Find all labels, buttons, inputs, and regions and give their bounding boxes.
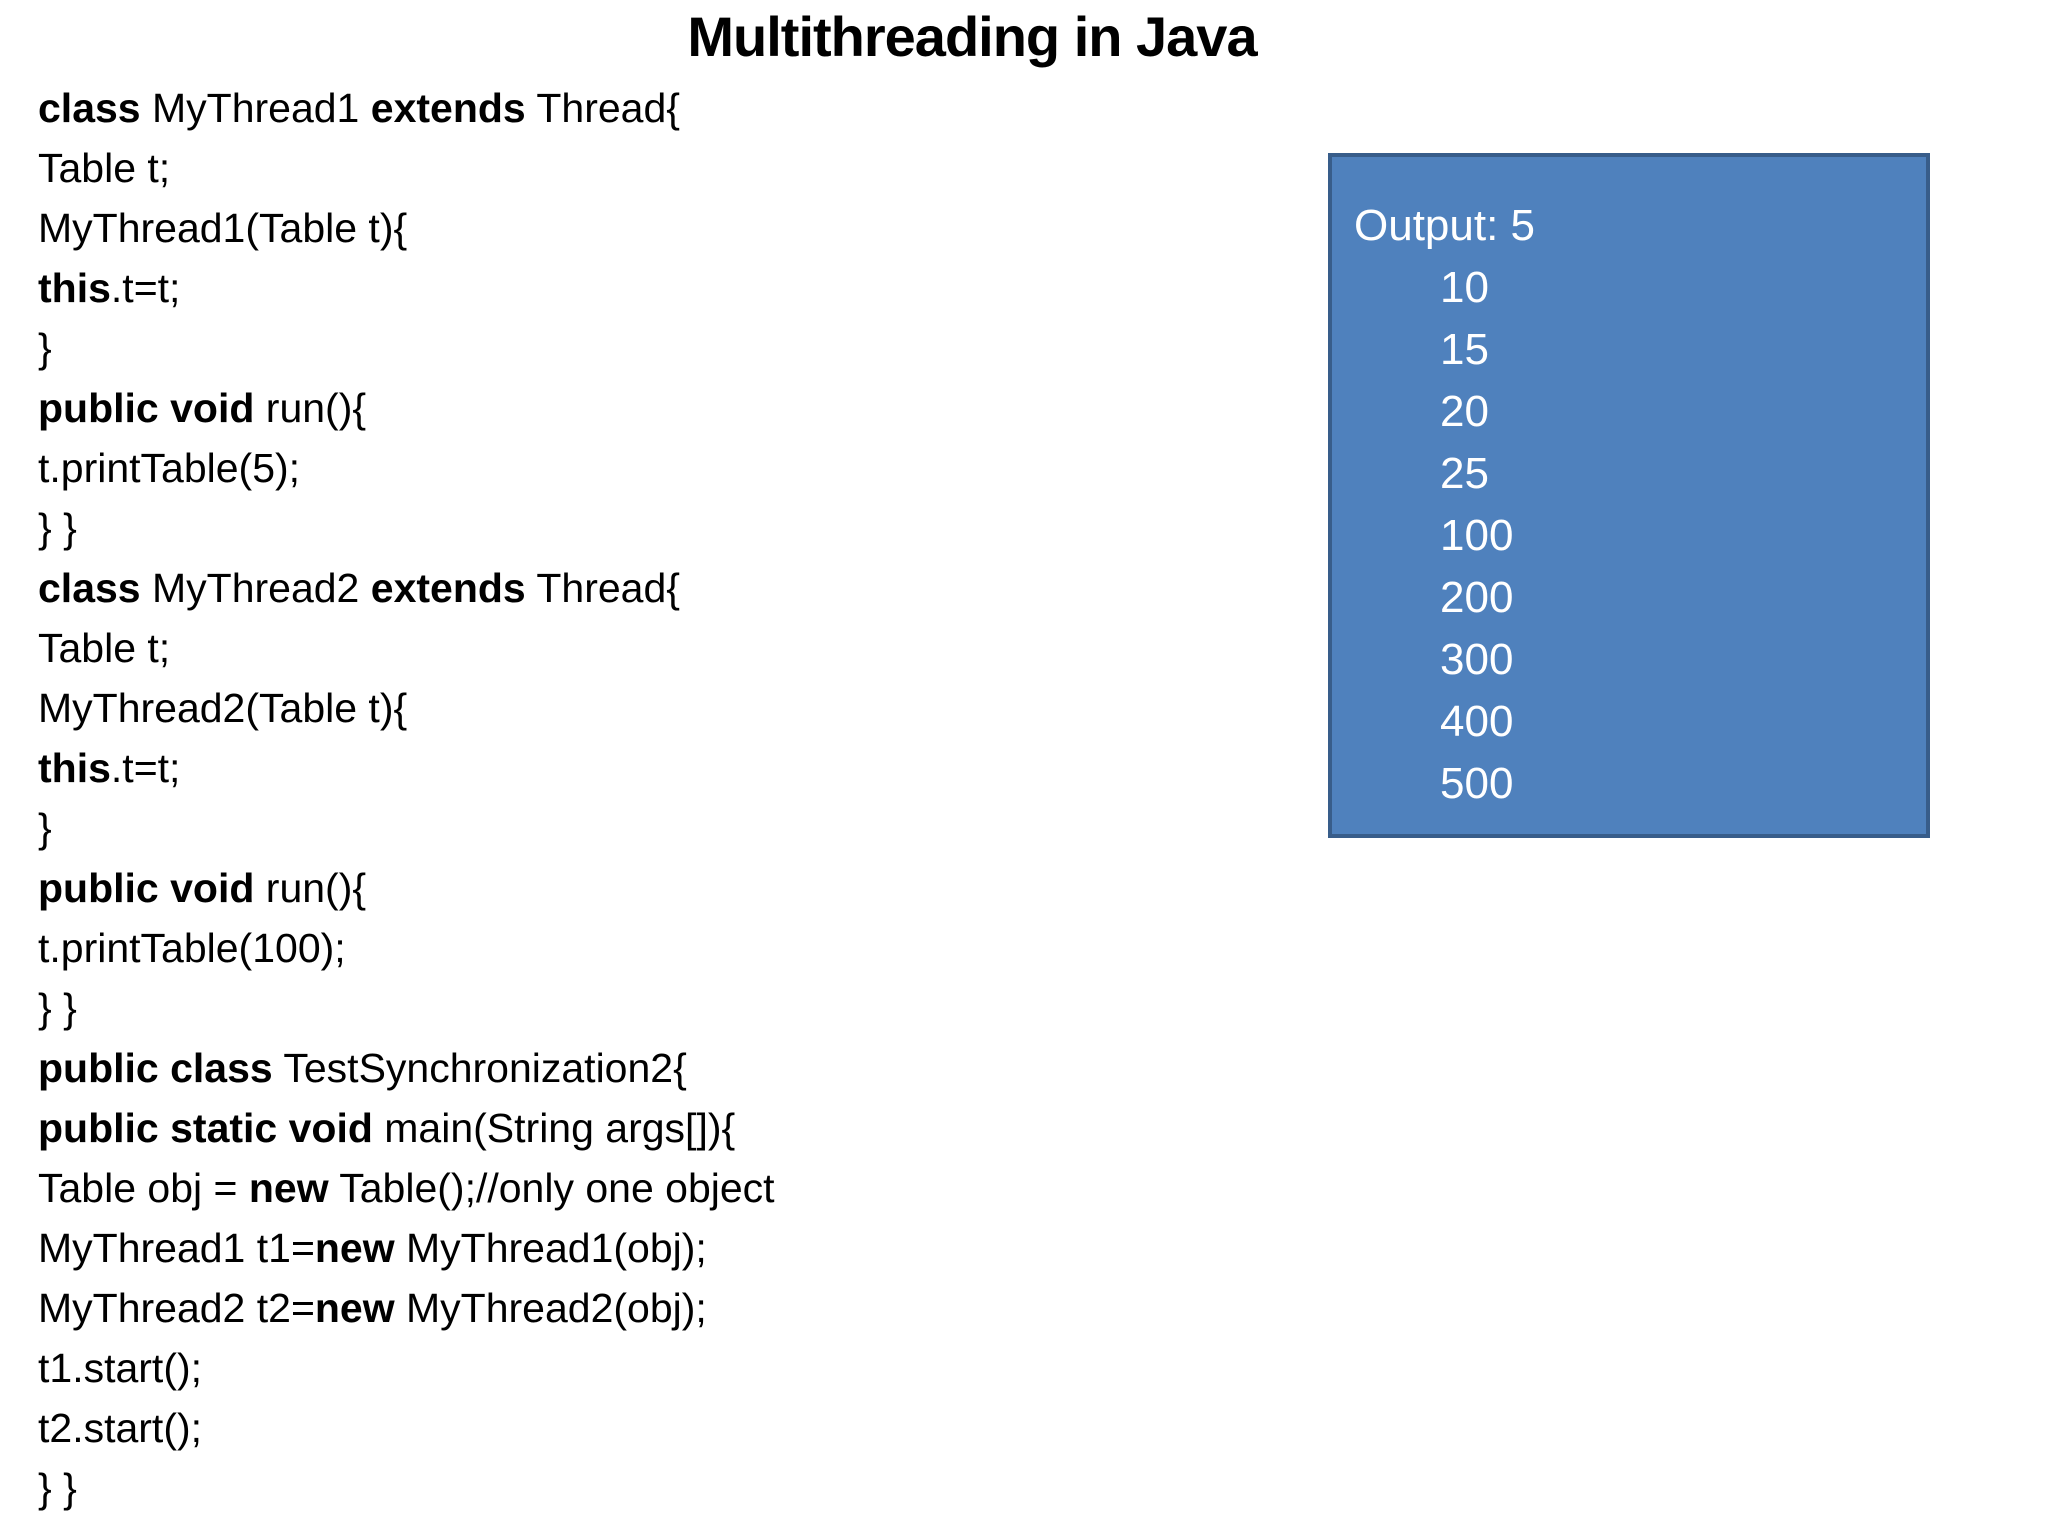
code-line: } — [38, 325, 52, 371]
code-line: MyThread2(Table t){ — [38, 685, 408, 731]
page-title: Multithreading in Java — [687, 5, 1257, 68]
output-header: Output: 5 — [1354, 201, 1536, 250]
code-line: Table t; — [38, 145, 171, 191]
code-line: t1.start(); — [38, 1345, 203, 1391]
output-value: 200 — [1440, 573, 1514, 622]
output-value: 400 — [1440, 697, 1514, 746]
output-value: 100 — [1440, 511, 1514, 560]
code-line: t.printTable(5); — [38, 445, 301, 491]
code-line: public void run(){ — [38, 865, 367, 911]
output-values: 10 15 20 25 100 200 300 400 500 — [1332, 257, 1926, 815]
code-line: class MyThread1 extends Thread{ — [38, 85, 680, 131]
output-value: 300 — [1440, 635, 1514, 684]
code-line: Table obj = new Table();//only one objec… — [38, 1165, 775, 1211]
code-line: } } — [38, 985, 77, 1031]
code-line: t.printTable(100); — [38, 925, 346, 971]
code-line: } — [38, 805, 52, 851]
code-line: this.t=t; — [38, 265, 181, 311]
code-line: public void run(){ — [38, 385, 367, 431]
code-line: class MyThread2 extends Thread{ — [38, 565, 680, 611]
code-line: } } — [38, 505, 77, 551]
code-line: } } — [38, 1465, 77, 1511]
code-line: MyThread1 t1=new MyThread1(obj); — [38, 1225, 707, 1271]
output-value: 500 — [1440, 759, 1514, 808]
code-line: this.t=t; — [38, 745, 181, 791]
output-value: 25 — [1440, 449, 1489, 498]
code-line: public class TestSynchronization2{ — [38, 1045, 687, 1091]
output-box: Output: 5 10 15 20 25 100 200 300 400 500 — [1328, 153, 1930, 838]
output-value: 10 — [1440, 263, 1489, 312]
code-line: Table t; — [38, 625, 171, 671]
code-line: public static void main(String args[]){ — [38, 1105, 736, 1151]
output-value: 15 — [1440, 325, 1489, 374]
code-line: t2.start(); — [38, 1405, 203, 1451]
code-line: MyThread1(Table t){ — [38, 205, 408, 251]
output-value: 20 — [1440, 387, 1489, 436]
code-line: MyThread2 t2=new MyThread2(obj); — [38, 1285, 707, 1331]
code-block: class MyThread1 extends Thread{ Table t; M… — [38, 78, 775, 1518]
